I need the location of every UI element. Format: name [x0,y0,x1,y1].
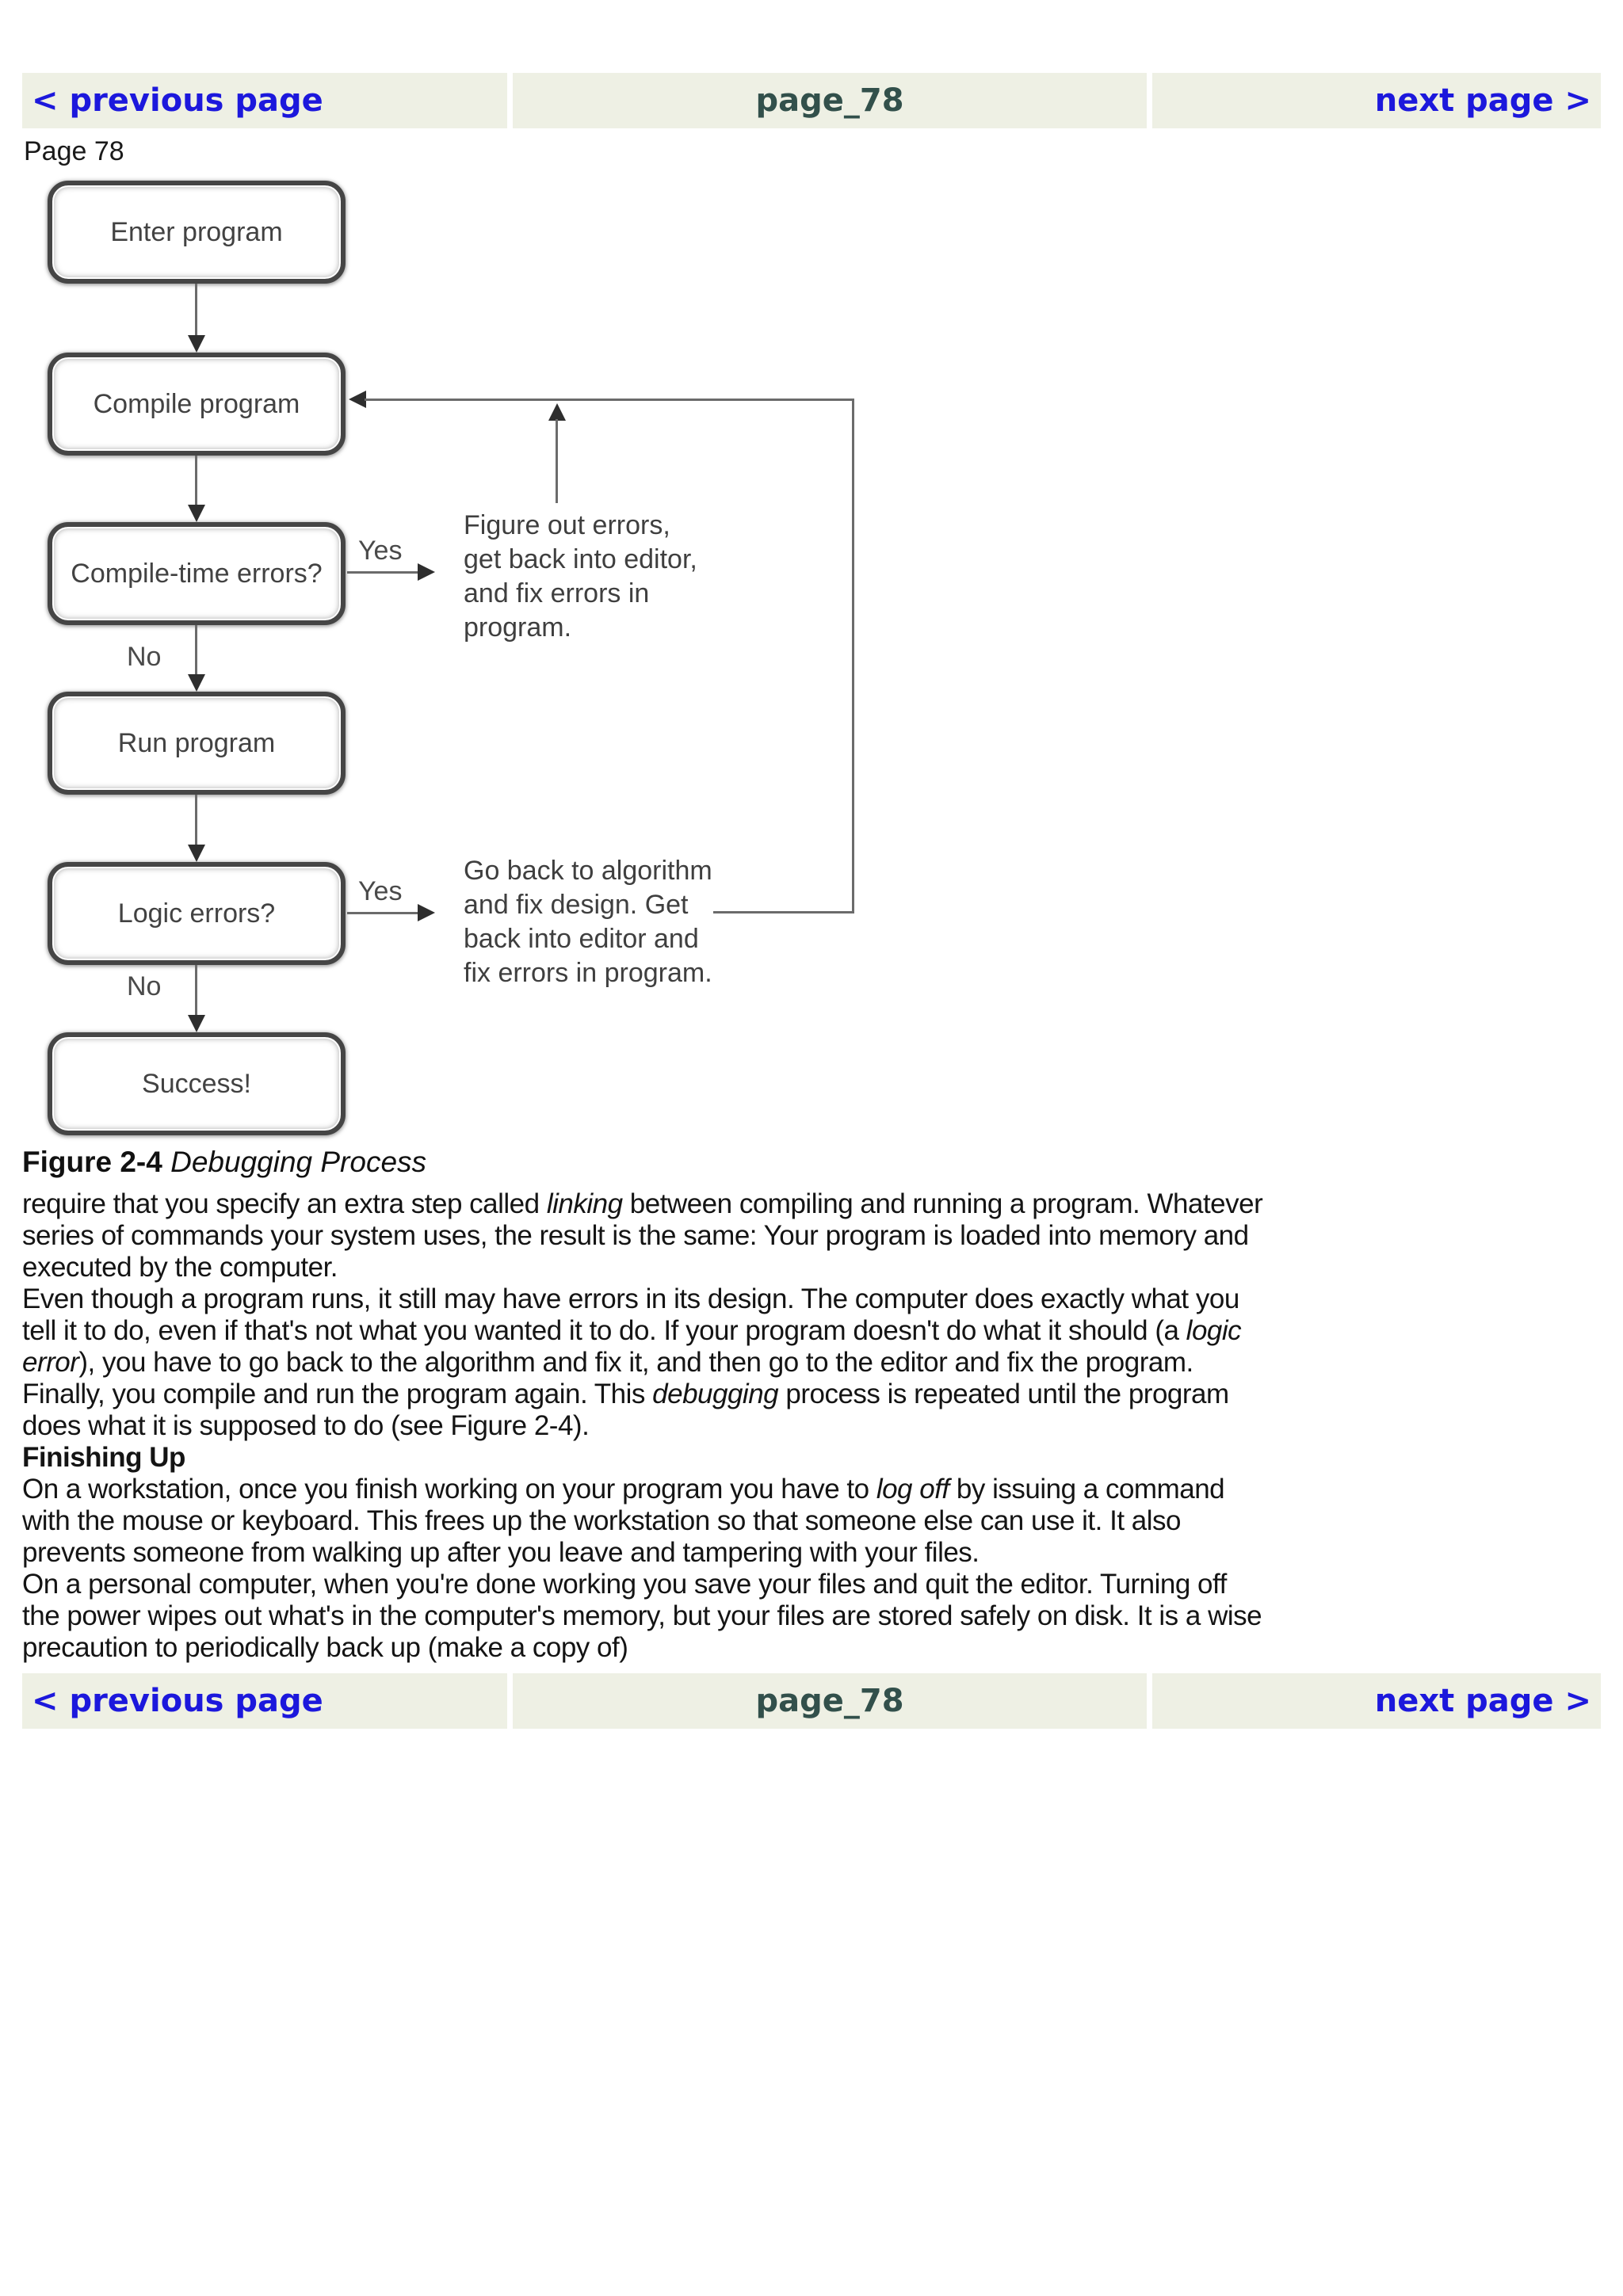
previous-page-link[interactable]: < previous page [32,1683,323,1719]
flowchart-box-run-program: Run program [48,692,346,795]
body-text-segment: tell it to do, even if that's not what y… [22,1315,1186,1346]
bottom-nav-next-cell: next page > [1152,1673,1601,1729]
figure-caption: Figure 2-4 Debugging Process [22,1146,426,1179]
flow-line [195,795,197,845]
annotation-line: and fix design. Get [464,890,689,920]
next-page-link[interactable]: next page > [1374,1683,1591,1719]
up-arrow-icon [548,403,566,421]
figure-caption-title: Debugging Process [170,1146,427,1178]
page-title: Page 78 [24,136,124,166]
body-text-segment: error [22,1347,79,1378]
flow-line [195,625,197,675]
down-arrow-icon [188,335,205,353]
top-nav-page-cell: page_78 [513,73,1147,128]
flowchart-box-success: Success! [48,1032,346,1135]
bottom-nav-previous-cell: < previous page [22,1673,507,1729]
next-page-link[interactable]: next page > [1374,82,1591,119]
body-text-line: Finally, you compile and run the program… [22,1379,1262,1410]
body-text-segment: linking [546,1188,623,1219]
body-heading-line: Finishing Up [22,1442,1262,1474]
body-text-line: precaution to periodically back up (make… [22,1632,1262,1664]
body-text-line: does what it is supposed to do (see Figu… [22,1410,1262,1442]
annotation-logic-errors: Go back to algorithm and fix design. Get… [464,854,712,990]
body-text-line: On a workstation, once you finish workin… [22,1474,1262,1505]
body-text-segment: On a workstation, once you finish workin… [22,1474,876,1505]
body-text-segment: log off [876,1474,949,1505]
top-nav-bar: < previous page page_78 next page > [22,73,1601,128]
top-nav-next-cell: next page > [1152,73,1601,128]
body-text-line: series of commands your system uses, the… [22,1220,1262,1252]
previous-page-link[interactable]: < previous page [32,82,323,119]
page-number-label: page_78 [755,82,904,119]
annotation-line: program. [464,612,572,643]
body-text-line: On a personal computer, when you're done… [22,1569,1262,1600]
body-text-segment: precaution to periodically back up (make… [22,1632,628,1663]
body-text-segment: between compiling and running a program.… [622,1188,1263,1219]
body-text: require that you specify an extra step c… [22,1188,1263,1664]
annotation-compile-errors: Figure out errors, get back into editor,… [464,509,697,645]
yes-edge-label: Yes [358,536,403,566]
annotation-line: Go back to algorithm [464,856,712,886]
flow-line [195,284,197,336]
flow-line [195,456,197,505]
flowchart-box-compile-time-errors: Compile-time errors? [48,522,346,625]
body-text-segment: require that you specify an extra step c… [22,1188,547,1219]
page-number-label: page_78 [755,1683,904,1719]
body-text-segment: logic [1186,1315,1242,1346]
body-text-segment: On a personal computer, when you're done… [22,1569,1227,1600]
annotation-line: Figure out errors, [464,510,670,540]
body-text-segment: executed by the computer. [22,1252,338,1283]
body-text-line: executed by the computer. [22,1252,1262,1283]
body-text-segment: process is repeated until the program [778,1379,1229,1409]
body-text-segment: debugging [652,1379,779,1409]
no-edge-label: No [127,971,162,1001]
figure-caption-number: Figure 2-4 [22,1146,171,1178]
yes-edge-label: Yes [358,876,403,906]
body-text-line: the power wipes out what's in the comput… [22,1600,1262,1632]
feedback-line [365,399,854,401]
flowchart-box-enter-program: Enter program [48,181,346,284]
left-arrow-icon [349,391,366,408]
bottom-nav-bar: < previous page page_78 next page > [22,1673,1601,1729]
body-text-line: tell it to do, even if that's not what y… [22,1315,1262,1347]
body-text-segment: ), you have to go back to the algorithm … [78,1347,1193,1378]
flow-line [347,912,418,914]
flow-line [195,965,197,1016]
body-text-segment: Finally, you compile and run the program… [22,1379,653,1409]
body-text-line: error), you have to go back to the algor… [22,1347,1262,1379]
flowchart-box-logic-errors: Logic errors? [48,862,346,965]
annotation-line: fix errors in program. [464,958,712,988]
right-arrow-icon [418,563,435,581]
body-text-segment: prevents someone from walking up after y… [22,1537,980,1568]
flowchart-box-compile-program: Compile program [48,353,346,456]
body-text-line: require that you specify an extra step c… [22,1188,1263,1220]
top-nav-previous-cell: < previous page [22,73,507,128]
annotation-line: get back into editor, [464,544,697,574]
feedback-line [713,911,854,913]
body-text-segment: by issuing a command [949,1474,1225,1505]
body-text-segment: Finishing Up [22,1442,185,1473]
flow-line [347,571,418,574]
no-edge-label: No [127,642,162,672]
right-arrow-icon [418,904,435,921]
body-text-segment: with the mouse or keyboard. This frees u… [22,1505,1181,1536]
body-text-segment: series of commands your system uses, the… [22,1220,1249,1251]
feedback-line [556,419,558,503]
body-text-line: Even though a program runs, it still may… [22,1283,1262,1315]
body-text-segment: does what it is supposed to do (see Figu… [22,1410,590,1441]
down-arrow-icon [188,674,205,692]
body-text-line: prevents someone from walking up after y… [22,1537,1262,1569]
annotation-line: back into editor and [464,924,699,954]
down-arrow-icon [188,1015,205,1032]
bottom-nav-page-cell: page_78 [513,1673,1147,1729]
feedback-line [852,399,854,913]
down-arrow-icon [188,505,205,522]
down-arrow-icon [188,845,205,862]
body-text-segment: Even though a program runs, it still may… [22,1283,1239,1314]
body-text-segment: the power wipes out what's in the comput… [22,1600,1262,1631]
body-text-line: with the mouse or keyboard. This frees u… [22,1505,1262,1537]
annotation-line: and fix errors in [464,578,650,608]
